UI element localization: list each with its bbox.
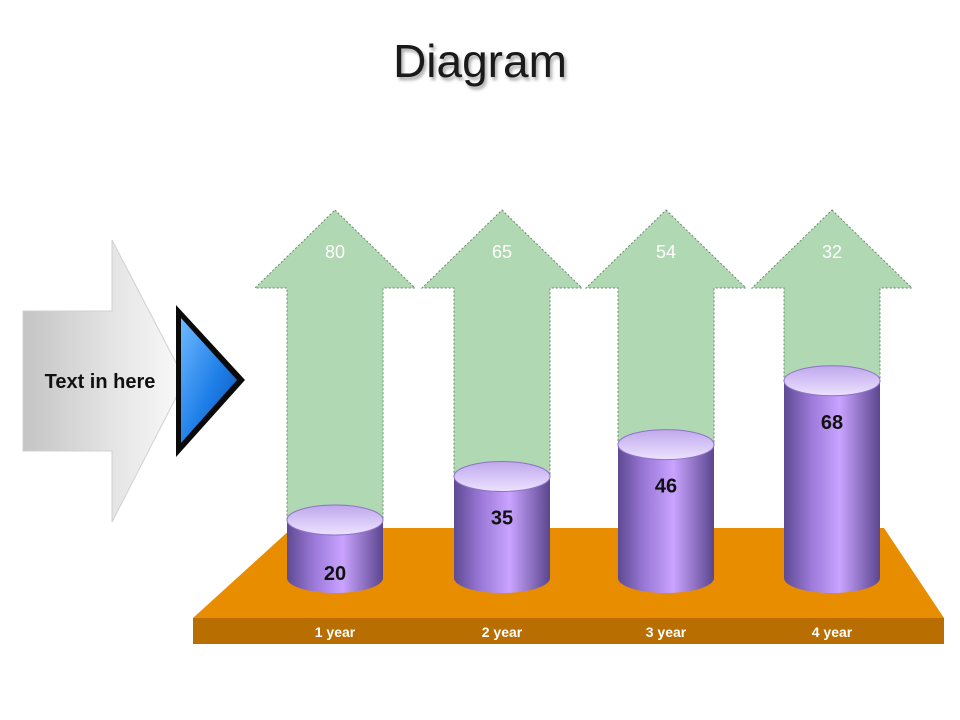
cylinder-body xyxy=(454,476,550,593)
cylinder-body xyxy=(784,380,880,593)
cylinder-value-label: 68 xyxy=(821,412,843,434)
callout-label: Text in here xyxy=(45,371,156,393)
arrow-value-label: 32 xyxy=(822,242,842,262)
category-label: 2 year xyxy=(482,624,523,640)
page-title: Diagram xyxy=(393,35,567,87)
arrow-value-label: 80 xyxy=(325,242,345,262)
growth-arrows: 80 65 54 32 xyxy=(253,209,914,521)
cylinder-value-label: 46 xyxy=(655,476,677,498)
arrow-value-label: 54 xyxy=(656,242,676,262)
category-label: 1 year xyxy=(315,624,356,640)
arrow-value-label: 65 xyxy=(492,242,512,262)
cylinder-top xyxy=(453,461,551,492)
cylinder-value-label: 35 xyxy=(491,508,513,530)
growth-arrow xyxy=(750,209,914,382)
cylinder-top xyxy=(617,429,715,461)
category-labels: 1 year 2 year 3 year 4 year xyxy=(315,624,853,640)
cylinder-body xyxy=(287,520,383,593)
cylinder-body xyxy=(618,444,714,593)
cylinder-top xyxy=(286,504,384,536)
growth-arrow xyxy=(253,209,417,521)
cylinder-top xyxy=(783,365,881,397)
callout-arrow: Text in here xyxy=(22,239,245,523)
category-label: 4 year xyxy=(812,624,853,640)
cylinders: 20 35 46 68 xyxy=(286,365,881,593)
cylinder-value-label: 20 xyxy=(324,563,346,585)
category-label: 3 year xyxy=(646,624,687,640)
